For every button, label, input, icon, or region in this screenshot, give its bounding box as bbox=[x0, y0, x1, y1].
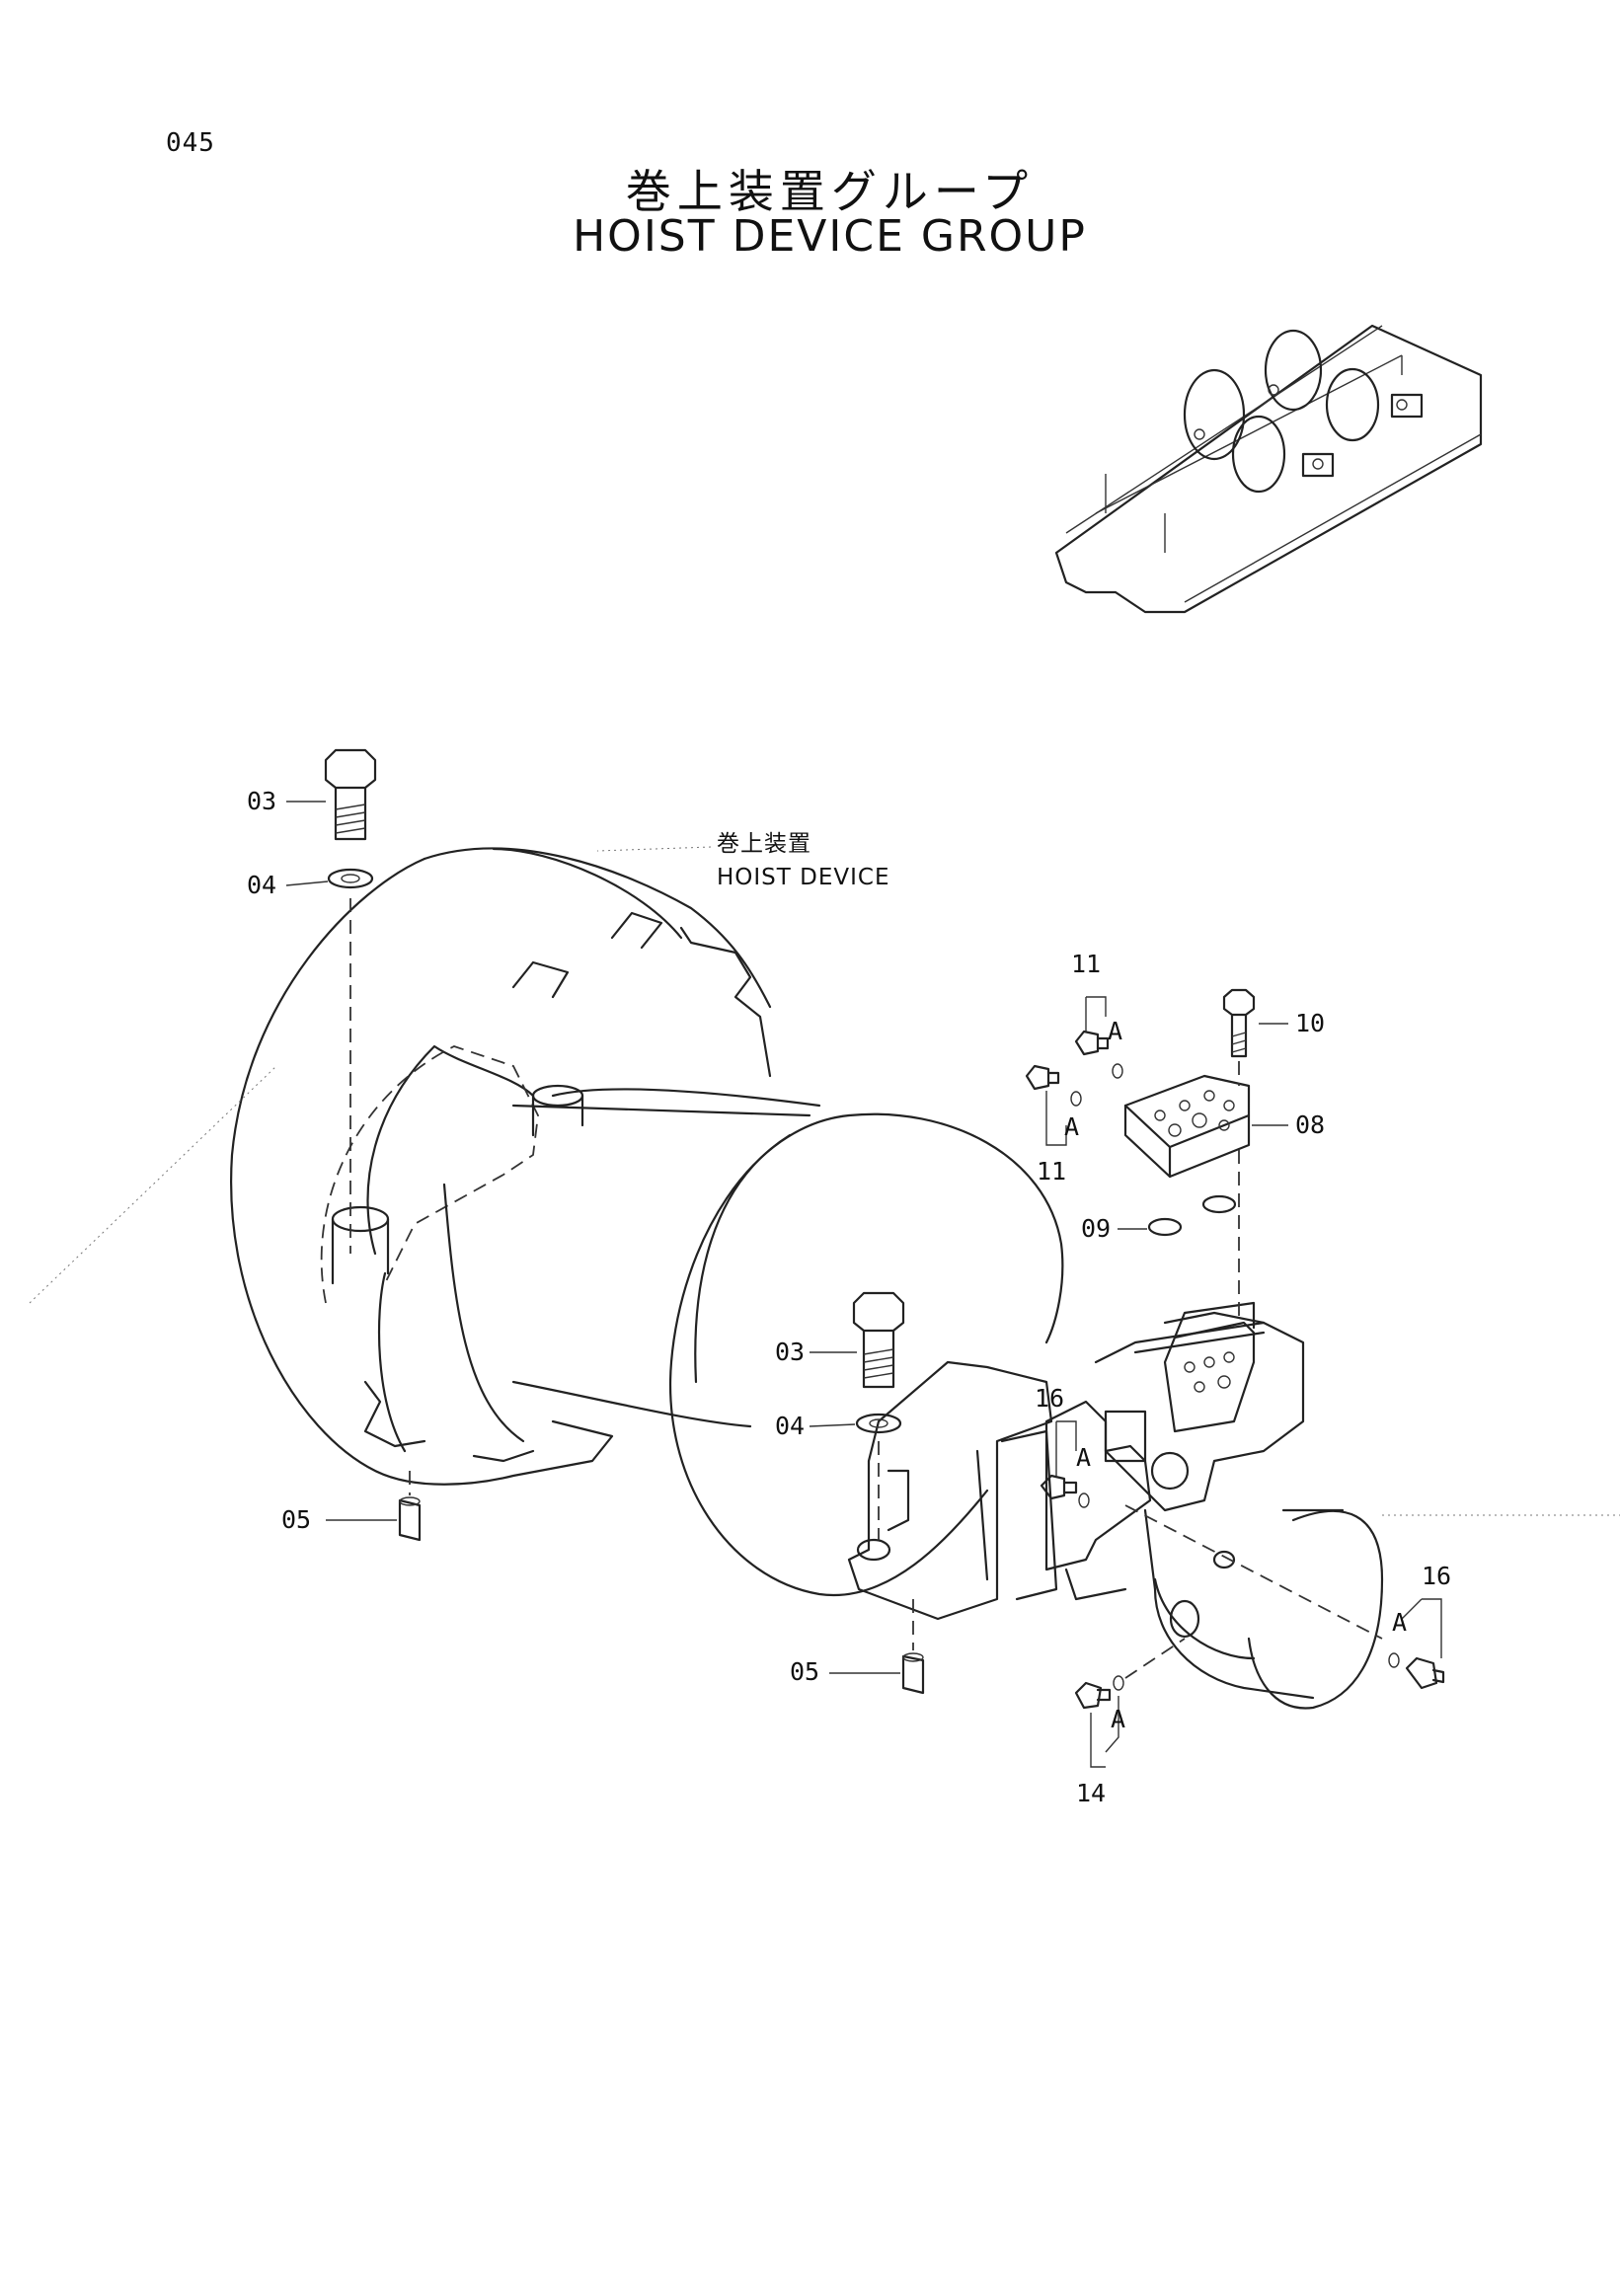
page-title-japanese: 巻上装置グループ bbox=[625, 165, 1035, 218]
part-label-04-top: 04 bbox=[247, 871, 276, 899]
bolt-03-mid bbox=[852, 1291, 905, 1389]
plug-11-lower bbox=[1025, 1064, 1060, 1091]
page-number: 045 bbox=[166, 128, 215, 158]
part-label-16-left: 16 bbox=[1035, 1384, 1064, 1413]
part-label-16-right: 16 bbox=[1422, 1562, 1451, 1590]
plug-14 bbox=[1074, 1681, 1112, 1710]
hoist-device-leader bbox=[596, 846, 712, 852]
port-mark-a-5: A bbox=[1111, 1705, 1125, 1733]
port-mark-a-4: A bbox=[1392, 1608, 1407, 1637]
bolt-03-top bbox=[324, 748, 377, 841]
plug-16-right bbox=[1405, 1656, 1445, 1690]
o-ring-09-left bbox=[1147, 1217, 1183, 1237]
part-label-03-mid: 03 bbox=[775, 1338, 805, 1366]
part-label-11-bottom: 11 bbox=[1037, 1157, 1066, 1186]
washer-04-top bbox=[327, 868, 374, 889]
part-label-09: 09 bbox=[1081, 1214, 1111, 1243]
plug-05-left bbox=[398, 1498, 422, 1542]
port-mark-a-1: A bbox=[1108, 1017, 1122, 1045]
port-mark-a-3: A bbox=[1076, 1443, 1091, 1472]
part-label-03-top: 03 bbox=[247, 787, 276, 815]
plug-11-upper bbox=[1074, 1030, 1110, 1056]
part-label-10: 10 bbox=[1295, 1009, 1325, 1037]
bolt-10 bbox=[1222, 988, 1256, 1058]
o-ring-09-right bbox=[1201, 1194, 1237, 1214]
part-label-11-top: 11 bbox=[1071, 950, 1101, 978]
part-label-08: 08 bbox=[1295, 1110, 1325, 1139]
part-label-05-mid: 05 bbox=[790, 1657, 819, 1686]
page-title-english: HOIST DEVICE GROUP bbox=[573, 211, 1087, 262]
part-label-14: 14 bbox=[1076, 1779, 1106, 1807]
plug-16-left bbox=[1040, 1474, 1078, 1500]
plug-05-mid bbox=[901, 1654, 925, 1695]
key-map-inset bbox=[1054, 324, 1483, 614]
part-label-05-left: 05 bbox=[281, 1505, 311, 1534]
washer-04-mid bbox=[855, 1413, 902, 1434]
margin-leader-left bbox=[29, 1065, 277, 1304]
hoist-device-label-jp: 巻上装置 bbox=[717, 831, 811, 857]
hoist-device-label-en: HOIST DEVICE bbox=[717, 865, 890, 890]
port-mark-a-2: A bbox=[1064, 1112, 1079, 1141]
part-label-04-mid: 04 bbox=[775, 1412, 805, 1440]
hoist-drum-assembly bbox=[230, 847, 1384, 1710]
valve-block-08 bbox=[1123, 1074, 1251, 1179]
